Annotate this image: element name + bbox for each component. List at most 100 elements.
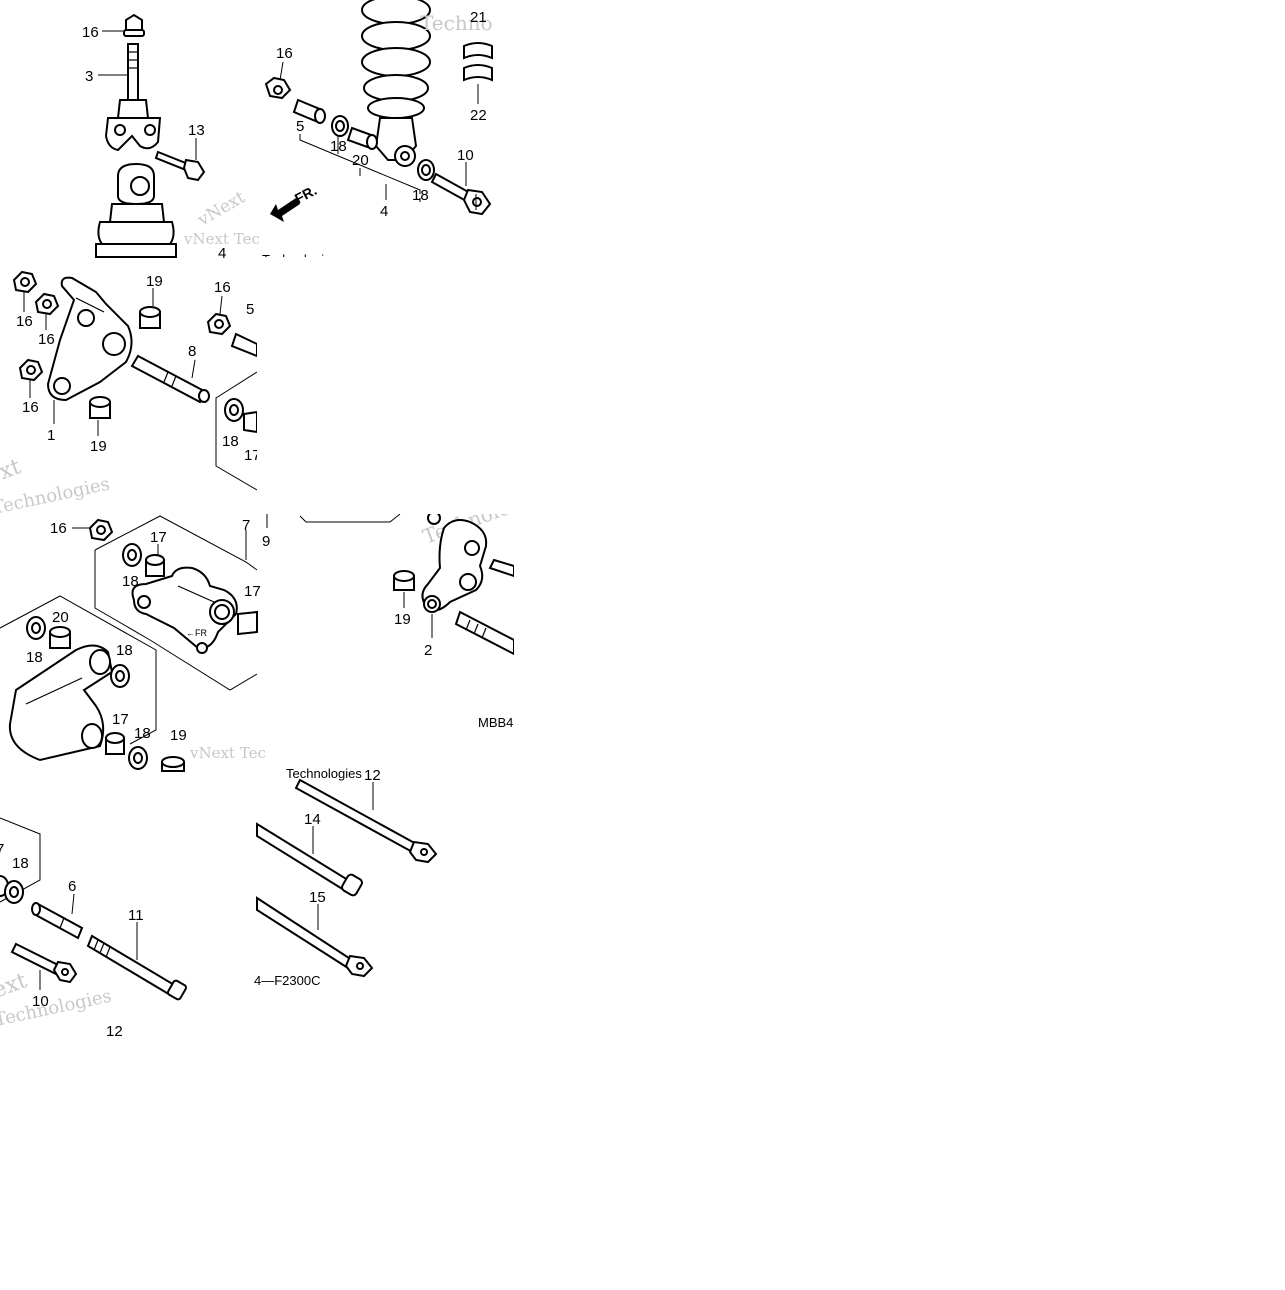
empty-area (514, 514, 1285, 1285)
tile-pins-bolts: 7 18 6 11 10 (0, 817, 187, 1040)
tile-cushion-arm: 16 7 9 18 17 ←FR 17 (0, 514, 270, 772)
tile-shock-spring: Techno 21 22 16 (194, 0, 493, 267)
flange-nut-16 (12, 270, 38, 294)
pivot-pin-6 (31, 902, 84, 940)
bearing-18 (128, 746, 148, 770)
bearing-18 (0, 875, 24, 904)
callout-11: 11 (128, 907, 144, 924)
diagram-code-fragment: MBB4 (478, 715, 513, 730)
collar-19 (89, 396, 111, 419)
callout-20: 20 (352, 152, 369, 169)
callout-18: 18 (116, 642, 133, 659)
bolt-15 (256, 896, 374, 978)
watermark-text: Techno (420, 11, 493, 35)
collar-20 (49, 626, 71, 649)
bolt-10 (430, 172, 492, 216)
callout-2: 2 (424, 642, 432, 659)
bearing-18 (331, 115, 349, 137)
bolt-14 (256, 822, 363, 897)
callout-4: 4 (380, 203, 388, 220)
bearing-18 (417, 159, 435, 181)
bearing-18 (26, 616, 46, 640)
callout-6: 6 (68, 878, 76, 895)
empty-area (257, 257, 1285, 514)
flange-nut-16 (206, 312, 232, 336)
bolt-12 (294, 778, 438, 864)
callout-12: 12 (106, 1023, 123, 1040)
collar-20 (346, 126, 378, 150)
callout-1: 1 (47, 427, 55, 444)
flange-nut-16 (123, 13, 145, 37)
bearing-18 (224, 398, 244, 422)
callout-10: 10 (457, 147, 474, 164)
callout-8: 8 (188, 343, 196, 360)
watermark-text: vNext (194, 187, 249, 230)
callout-15: 15 (309, 889, 326, 906)
callout-9: 9 (262, 533, 270, 550)
empty-area (514, 0, 1285, 257)
callout-16: 16 (82, 24, 99, 41)
tile-shock-arm: 16 16 16 1 19 19 (0, 270, 261, 519)
bolt-10 (10, 942, 78, 984)
callout-18: 18 (330, 138, 347, 155)
collar-17 (105, 732, 125, 755)
shock-spring (361, 0, 431, 167)
callout-3: 3 (85, 68, 93, 85)
flange-nut-16 (18, 358, 44, 382)
stopper-rubber-21-22 (463, 42, 493, 82)
shock-absorber-body (95, 162, 177, 258)
cushion-arm-body (8, 644, 114, 762)
shock-arm-1 (46, 276, 133, 402)
callout-4: 4 (218, 245, 226, 262)
callout-16: 16 (50, 520, 67, 537)
callout-16: 16 (38, 331, 55, 348)
cushion-link-7: ←FR (131, 566, 238, 654)
collar-19 (161, 756, 185, 772)
callout-17: 17 (244, 583, 261, 600)
bearing-18 (122, 543, 142, 567)
bolt-11 (86, 934, 187, 1001)
flange-nut-16 (264, 76, 292, 100)
stud-bolt-3 (104, 43, 162, 152)
tile-long-bolts: Technologies 12 14 15 4—F2300C (254, 766, 438, 988)
callout-22: 22 (470, 107, 487, 124)
cushion-arm-2 (421, 519, 488, 613)
callout-19: 19 (394, 611, 411, 628)
callout-16: 16 (16, 313, 33, 330)
bolt-13 (154, 150, 206, 182)
callout-16: 16 (214, 279, 231, 296)
watermark-text: ext (0, 454, 24, 489)
watermark-text: vNext Tec (189, 744, 266, 762)
callout-18: 18 (412, 187, 429, 204)
callout-7: 7 (242, 517, 250, 534)
watermark-text: vNext Tec (183, 230, 260, 248)
callout-5: 5 (246, 301, 254, 318)
callout-16: 16 (276, 45, 293, 62)
callout-16: 16 (22, 399, 39, 416)
callout-13: 13 (188, 122, 205, 139)
collar-17 (145, 554, 165, 577)
pivot-pin-8 (130, 354, 210, 404)
collar-5 (292, 98, 326, 124)
collar-19 (139, 306, 161, 329)
bearing-18 (110, 664, 130, 688)
callout-7: 7 (0, 841, 4, 858)
collar-19 (393, 570, 415, 591)
callout-18: 18 (222, 433, 239, 450)
callout-18: 18 (134, 725, 151, 742)
watermark-text: Technologies (286, 766, 362, 781)
callout-10: 10 (32, 993, 49, 1010)
arrow-mark-label: ←FR (186, 628, 207, 638)
callout-18: 18 (122, 573, 139, 590)
callout-17: 17 (244, 447, 261, 464)
flange-nut-16 (88, 518, 114, 542)
flange-nut-16 (34, 292, 60, 316)
callout-19: 19 (146, 273, 163, 290)
tile-shock-top-left: 16 3 13 4 vNext Tec (82, 13, 260, 262)
empty-area (0, 1040, 514, 1285)
callout-17: 17 (112, 711, 129, 728)
front-direction-arrow: FR. (270, 182, 319, 222)
callout-20: 20 (52, 609, 69, 626)
callout-18: 18 (12, 855, 29, 872)
